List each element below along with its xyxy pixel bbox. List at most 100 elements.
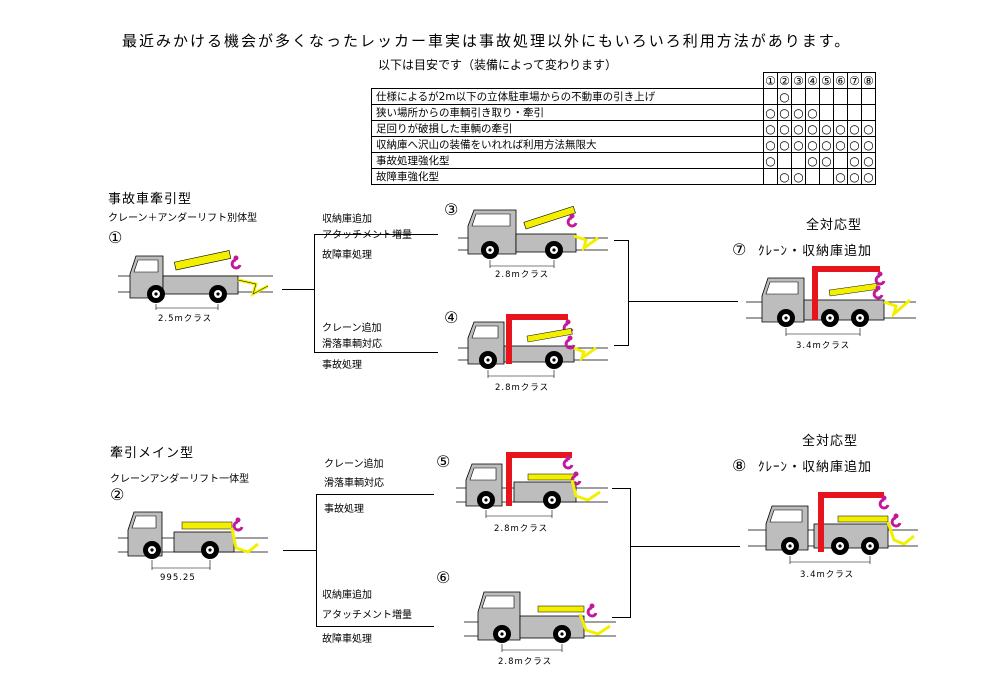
truck-5-caption: 2.8mクラス [494,524,549,534]
truck-2-caption: 995.25 [160,573,196,583]
truck-1-caption: 2.5mクラス [158,314,213,324]
column-header: ⑤ [819,72,834,89]
row-label: 故障車強化型 [371,168,764,185]
group2-subtitle: クレーンアンダーリフト一体型 [110,474,250,485]
connector-line [316,494,434,495]
mark-cell [763,168,778,185]
connector-line [628,301,738,302]
connector-line [316,626,434,627]
page-title: 最近みかける機会が多くなったレッカー車実は事故処理以外にもいろいろ利用方法があり… [122,32,852,50]
truck-3-caption: 2.8mクラス [495,270,550,280]
mark-cell [777,152,792,169]
branch-label: 故障車処理 [322,634,372,645]
mark-cell [861,88,876,105]
mark-cell [819,104,834,121]
connector-line [630,546,740,547]
branch-label: 収納庫追加 [322,214,372,225]
mark-cell: ○ [763,152,778,169]
mark-cell [833,152,848,169]
connector-line [612,617,630,618]
column-header: ⑧ [861,72,876,89]
mark-cell: ○ [777,104,792,121]
truck-8-heading: 全対応型 [802,434,859,449]
mark-cell: ○ [791,104,806,121]
truck-8-number: ⑧ [732,456,747,475]
row-label: 事故処理強化型 [371,152,764,169]
mark-cell [833,88,848,105]
mark-cell: ○ [847,152,862,169]
table-row: 狭い場所からの車輌引き取り・牽引 ○ ○ ○ ○ [371,104,876,121]
mark-cell: ○ [805,152,820,169]
branch-label: 収納庫追加 [322,590,372,601]
mark-cell [805,88,820,105]
column-header: ④ [805,72,820,89]
branch-label: 滑落車輌対応 [324,478,384,489]
mark-cell [819,88,834,105]
column-header: ① [763,72,778,89]
group1-subtitle: クレーン＋アンダーリフト別体型 [108,213,258,224]
truck-7-number: ⑦ [732,240,747,259]
row-label: 仕様によるが2m以下の立体駐車場からの不動車の引き上げ [371,88,764,105]
usage-table: ① ② ③ ④ ⑤ ⑥ ⑦ ⑧ 仕様によるが2m以下の立体駐車場からの不動車の引… [371,72,876,185]
mark-cell [791,152,806,169]
connector-line [628,240,629,346]
mark-cell: ○ [791,136,806,153]
connector-line [630,488,631,618]
branch-label: アタッチメント増量 [322,230,412,241]
connector-line [314,234,315,352]
connector-line [282,289,314,290]
branch-label: 事故処理 [322,360,362,371]
mark-cell: ○ [805,104,820,121]
mark-cell: ○ [861,152,876,169]
row-label: 狭い場所からの車輌引き取り・牽引 [371,104,764,121]
truck-6-number: ⑥ [436,568,451,587]
truck-5-illustration [456,452,608,518]
mark-cell: ○ [847,120,862,137]
column-header: ⑦ [847,72,862,89]
branch-label: クレーン追加 [324,459,384,470]
mark-cell: ○ [819,120,834,137]
mark-cell: ○ [833,136,848,153]
mark-cell [763,88,778,105]
table-header-row: ① ② ③ ④ ⑤ ⑥ ⑦ ⑧ [371,72,876,89]
truck-7-label: ｸﾚｰﾝ・収納庫追加 [758,244,873,259]
truck-7-caption: 3.4mクラス [796,341,851,351]
table-note: 以下は目安です（装備によって変わります） [378,58,618,72]
mark-cell [805,168,820,185]
table-row: 収納庫へ沢山の装備をいれれば利用方法無限大 ○ ○ ○ ○ ○ ○ ○ ○ [371,136,876,153]
branch-label: 故障車処理 [322,250,372,261]
truck-1-illustration [118,250,273,310]
mark-cell [847,88,862,105]
mark-cell: ○ [847,136,862,153]
table-row: 事故処理強化型 ○ ○ ○ ○ ○ [371,152,876,169]
row-label: 収納庫へ沢山の装備をいれれば利用方法無限大 [371,136,764,153]
column-header: ② [777,72,792,89]
group1-title: 事故車牽引型 [108,192,193,207]
connector-line [612,488,630,489]
mark-cell: ○ [777,88,792,105]
mark-cell: ○ [763,104,778,121]
truck-8-illustration [748,492,918,564]
truck-3-number: ③ [444,200,459,219]
truck-8-caption: 3.4mクラス [800,570,855,580]
group2-title: 牽引メイン型 [110,446,195,461]
connector-line [314,234,438,235]
connector-line [314,352,438,353]
mark-cell: ○ [819,136,834,153]
mark-cell [791,88,806,105]
mark-cell: ○ [791,168,806,185]
group2-number: ② [110,485,125,504]
mark-cell: ○ [833,120,848,137]
truck-5-number: ⑤ [436,452,451,471]
mark-cell: ○ [861,136,876,153]
mark-cell: ○ [777,136,792,153]
column-header: ⑥ [833,72,848,89]
truck-7-illustration [746,266,916,336]
truck-4-caption: 2.8mクラス [495,383,550,393]
truck-3-illustration [458,206,608,268]
mark-cell [833,104,848,121]
truck-6-caption: 2.8mクラス [498,657,553,667]
mark-cell: ○ [861,168,876,185]
table-row: 仕様によるが2m以下の立体駐車場からの不動車の引き上げ ○ [371,88,876,105]
mark-cell: ○ [833,168,848,185]
